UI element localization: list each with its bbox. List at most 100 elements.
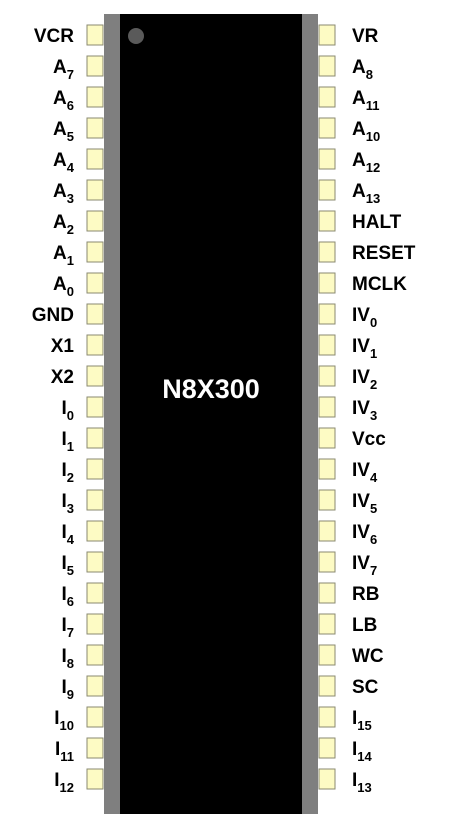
left-pin-21: I8 — [61, 644, 104, 671]
pin-subscript: 3 — [67, 191, 74, 206]
pin-label: X1 — [51, 336, 75, 357]
pin-subscript: 13 — [366, 191, 380, 206]
pin-subscript: 0 — [67, 284, 74, 299]
left-pin-9: A0 — [53, 272, 104, 299]
pin-subscript: 5 — [67, 129, 74, 144]
pin-subscript: 0 — [67, 408, 74, 423]
pin-lead — [318, 210, 336, 232]
pin-label: A10 — [352, 119, 380, 144]
pin-name: X1 — [51, 336, 75, 357]
pin-name: VCR — [34, 26, 74, 47]
pin-lead — [86, 675, 104, 697]
pin-label: I6 — [61, 584, 74, 609]
pin-subscript: 6 — [370, 532, 377, 547]
pin-name: A — [352, 88, 366, 109]
pin-name: A — [352, 150, 366, 171]
pin-subscript: 5 — [67, 563, 74, 578]
pin-name: I — [61, 460, 66, 481]
left-pin-17: I4 — [61, 520, 104, 547]
pin-label: IV6 — [352, 522, 377, 547]
pin-name: I — [61, 584, 66, 605]
pin-label: A11 — [352, 88, 379, 113]
pin-name: I — [61, 677, 66, 698]
pin-lead — [86, 241, 104, 263]
right-pin-9: MCLK — [318, 272, 407, 295]
pin-lead — [318, 675, 336, 697]
right-pin-21: WC — [318, 644, 384, 667]
pin-label: GND — [32, 305, 74, 326]
left-pin-2: A7 — [53, 55, 104, 82]
pin-name: A — [53, 57, 67, 78]
pin-lead — [318, 551, 336, 573]
pin-name: A — [53, 181, 67, 202]
pin-label: I11 — [55, 739, 74, 764]
pin-name: I — [352, 770, 357, 791]
pin-name: A — [352, 57, 366, 78]
pin-label: IV3 — [352, 398, 377, 423]
pin-subscript: 9 — [67, 687, 74, 702]
chip-left-rail — [104, 14, 120, 814]
left-pin-1: VCR — [34, 24, 104, 47]
pin-label: A5 — [53, 119, 74, 144]
chip-right-rail — [302, 14, 318, 814]
pin-name: I — [61, 429, 66, 450]
left-pin-8: A1 — [53, 241, 104, 268]
left-pin-22: I9 — [61, 675, 104, 702]
pin-subscript: 11 — [60, 749, 74, 764]
pin-name: A — [53, 243, 67, 264]
pin-label: SC — [352, 677, 379, 698]
right-pin-25: I13 — [318, 768, 372, 795]
pin-label: I10 — [54, 708, 74, 733]
pin-name: I — [61, 522, 66, 543]
pin-label: A1 — [53, 243, 74, 268]
chip-part-number: N8X300 — [162, 374, 260, 404]
pin-lead — [86, 24, 104, 46]
pin-name: GND — [32, 305, 74, 326]
pin-subscript: 7 — [67, 67, 74, 82]
pin-lead — [86, 737, 104, 759]
left-pin-16: I3 — [61, 489, 104, 516]
pin-lead — [86, 582, 104, 604]
pin-name: IV — [352, 305, 370, 326]
pin-name: A — [53, 274, 67, 295]
pin1-notch-marker — [128, 28, 144, 44]
pin-name: X2 — [51, 367, 74, 388]
left-pin-4: A5 — [53, 117, 104, 144]
pin-subscript: 1 — [370, 346, 377, 361]
pin-label: IV0 — [352, 305, 377, 330]
pin-label: IV4 — [352, 460, 378, 485]
pin-lead — [86, 117, 104, 139]
pin-label: WC — [352, 646, 384, 667]
pin-lead — [318, 303, 336, 325]
pin-label: A0 — [53, 274, 74, 299]
right-pin-14: Vcc — [318, 427, 386, 450]
pin-name: IV — [352, 553, 370, 574]
pin-subscript: 3 — [67, 501, 74, 516]
right-pin-23: I15 — [318, 706, 372, 733]
right-pin-16: IV5 — [318, 489, 377, 516]
pin-label: I7 — [61, 615, 74, 640]
pin-subscript: 15 — [357, 718, 371, 733]
pin-lead — [318, 241, 336, 263]
pin-lead — [318, 737, 336, 759]
pin-subscript: 10 — [60, 718, 74, 733]
pin-label: A6 — [53, 88, 74, 113]
pin-lead — [86, 303, 104, 325]
pin-name: HALT — [352, 212, 402, 233]
pin-lead — [318, 24, 336, 46]
pin-subscript: 1 — [67, 439, 74, 454]
pin-label: A12 — [352, 150, 380, 175]
pin-subscript: 1 — [67, 253, 74, 268]
right-pin-column: VRA8A11A10A12A13HALTRESETMCLKIV0IV1IV2IV… — [318, 24, 416, 795]
left-pin-3: A6 — [53, 86, 104, 113]
left-pin-13: I0 — [61, 396, 104, 423]
pin-subscript: 12 — [60, 780, 74, 795]
pin-name: I — [352, 739, 357, 760]
pin-label: X2 — [51, 367, 74, 388]
pin-lead — [86, 272, 104, 294]
pin-label: I1 — [61, 429, 74, 454]
right-pin-20: LB — [318, 613, 377, 636]
pin-name: I — [61, 398, 66, 419]
pin-label: I5 — [61, 553, 74, 578]
